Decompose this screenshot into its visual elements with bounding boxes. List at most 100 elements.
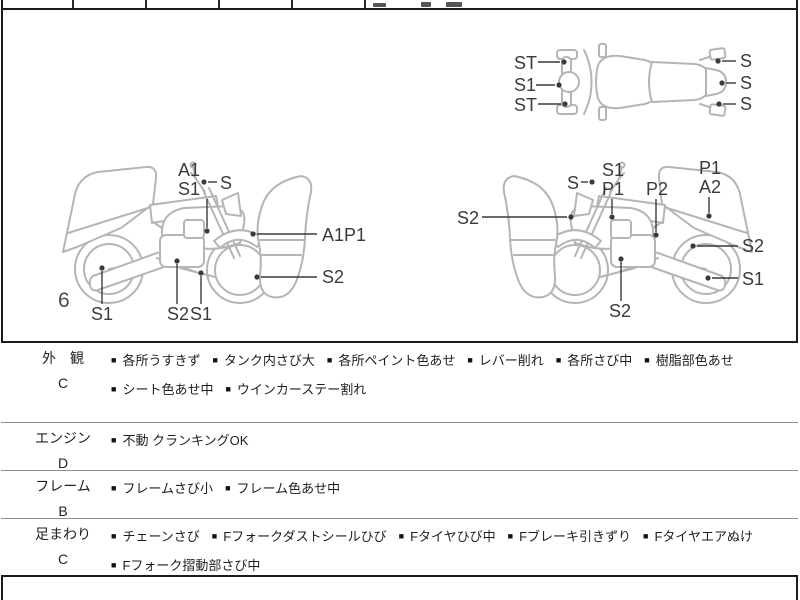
damage-code-label: ST (514, 53, 537, 73)
condition-item: ■ 不動 クランキングOK (111, 426, 248, 455)
bullet-square-icon: ■ (467, 355, 473, 365)
annotation-left-s1-exhaust: S1 (91, 265, 113, 324)
damage-code-label: S2 (167, 304, 189, 324)
annotation-topview-s1: S1 (514, 75, 562, 95)
damage-diagram-area: ST S1 ST S S S (58, 43, 764, 324)
header-cell-divider (218, 0, 220, 8)
condition-item-text: シート色あせ中 (122, 382, 214, 397)
condition-row-exterior: 外 観 C ■各所うすきず■タンク内さび大■各所ペイント色あせ■レバー削れ■各所… (1, 343, 798, 422)
annotation-topview-s-upper: S (715, 51, 752, 71)
condition-item: ■Fタイヤエアぬけ (643, 522, 753, 551)
bullet-square-icon: ■ (398, 531, 405, 541)
condition-item: ■各所さび中 (556, 346, 632, 375)
damage-code-label: A2 (699, 177, 721, 197)
condition-item: ■ Fブレーキ引きずり (508, 522, 631, 551)
condition-row-engine: エンジン D ■ 不動 クランキングOK (1, 422, 798, 471)
condition-items: ■各所うすきず■タンク内さび大■各所ペイント色あせ■レバー削れ■各所さび中■樹脂… (111, 346, 791, 404)
condition-category-label: 足まわり (35, 526, 91, 542)
annotation-right-s1-p1-tank: S1 P1 (602, 160, 624, 220)
bullet-square-icon: ■ (111, 531, 117, 541)
condition-grade: C (57, 375, 69, 391)
bullet-square-icon: ■ (111, 355, 117, 365)
cutoff-text-fragment (421, 2, 431, 7)
annotation-right-p2-side-cover: P2 (646, 179, 668, 238)
annotation-left-a1-s1-tank: A1 S1 (178, 160, 210, 234)
condition-item-text: Fタイヤひび中 (410, 529, 496, 544)
condition-category-label: 外 観 (42, 350, 84, 366)
damage-code-label: S1 (602, 160, 624, 180)
damage-code-label: S2 (457, 208, 479, 228)
damage-code-label: A1 (178, 160, 200, 180)
cutoff-text-fragment (446, 2, 462, 7)
condition-item: ■樹脂部色あせ (644, 346, 733, 375)
condition-item: ■ Fフォーク摺動部さび中 (111, 551, 260, 580)
damage-code-label: S1 (178, 179, 200, 199)
condition-item: ■ Fタイヤひび中 (399, 522, 496, 551)
damage-code-label: S (220, 173, 232, 193)
condition-item-text: レバー削れ (478, 353, 544, 368)
motorcycle-diagram-svg: ST S1 ST S S S (58, 43, 764, 324)
condition-grade: D (57, 455, 69, 471)
damage-code-label: S (740, 51, 752, 71)
condition-category: 足まわり C (15, 522, 111, 572)
damage-code-label: A1P1 (322, 225, 366, 245)
condition-item-text: フレームさび小 (122, 481, 214, 496)
condition-category-label: エンジン (35, 430, 91, 446)
bullet-square-icon: ■ (111, 435, 117, 445)
condition-row-frame: フレーム B ■フレームさび小■フレーム色あせ中 (1, 470, 798, 519)
bullet-square-icon: ■ (212, 355, 218, 365)
sheet-right-border (796, 0, 798, 600)
condition-category: 外 観 C (15, 346, 111, 396)
bullet-square-icon: ■ (555, 355, 562, 365)
damage-code-label: P2 (646, 179, 668, 199)
annotation-left-s-handlebar: S (201, 173, 232, 193)
condition-item: ■各所うすきず (111, 346, 200, 375)
annotation-right-s2-engine: S2 (609, 256, 631, 321)
annotation-left-s2-front-wheel: S2 (254, 267, 344, 287)
bullet-square-icon: ■ (643, 531, 649, 541)
motorcycle-top-view (556, 43, 727, 121)
bullet-square-icon: ■ (326, 355, 333, 365)
condition-item-text: 不動 クランキングOK (122, 433, 249, 448)
condition-item: ■ フレームさび小 (111, 474, 213, 503)
cutoff-text-fragment (373, 3, 386, 7)
condition-item: ■ タンク内さび大 (212, 346, 314, 375)
damage-code-label: S (740, 94, 752, 114)
annotation-left-s1-frame: S1 (190, 270, 212, 324)
annotation-topview-s-mid: S (719, 73, 752, 93)
bullet-square-icon: ■ (507, 531, 514, 541)
damage-code-label: S1 (190, 304, 212, 324)
cutoff-header-row (1, 0, 798, 10)
condition-item-text: Fブレーキ引きずり (519, 529, 632, 544)
damage-code-label: P1 (699, 158, 721, 178)
annotation-topview-s-lower: S (716, 94, 752, 114)
condition-items: ■フレームさび小■フレーム色あせ中 (111, 474, 791, 503)
condition-item-text: Fフォーク摺動部さび中 (122, 558, 261, 573)
bullet-square-icon: ■ (211, 531, 218, 541)
damage-code-label: S2 (609, 301, 631, 321)
condition-item-text: チェーンさび (122, 529, 200, 544)
damage-code-label: P1 (602, 179, 624, 199)
damage-code-label: S2 (742, 236, 764, 256)
condition-item-text: 樹脂部色あせ (655, 353, 734, 368)
condition-item-text: ウインカーステー割れ (236, 382, 367, 397)
header-cell-divider (145, 0, 147, 8)
annotation-right-s2-fork: S2 (457, 208, 574, 228)
bullet-square-icon: ■ (111, 483, 117, 493)
damage-code-label: S1 (514, 75, 536, 95)
sheet-left-border (1, 0, 3, 600)
condition-item: ■ 各所ペイント色あせ (327, 346, 455, 375)
annotation-right-s1-rear-wheel: S1 (705, 269, 764, 289)
condition-item-text: タンク内さび大 (223, 353, 315, 368)
condition-item-text: 各所ペイント色あせ (338, 353, 456, 368)
condition-item-text: Fフォークダストシールひび (223, 529, 387, 544)
condition-items: ■ 不動 クランキングOK (111, 426, 791, 455)
damage-code-label: S1 (91, 304, 113, 324)
bullet-square-icon: ■ (111, 560, 117, 570)
annotation-left-a1p1-fender: A1P1 (250, 225, 366, 245)
diagram-number: 6 (58, 289, 70, 312)
damage-code-label: S (567, 173, 579, 193)
damage-code-label: S1 (742, 269, 764, 289)
condition-category: フレーム B (15, 474, 111, 524)
bullet-square-icon: ■ (111, 384, 117, 394)
